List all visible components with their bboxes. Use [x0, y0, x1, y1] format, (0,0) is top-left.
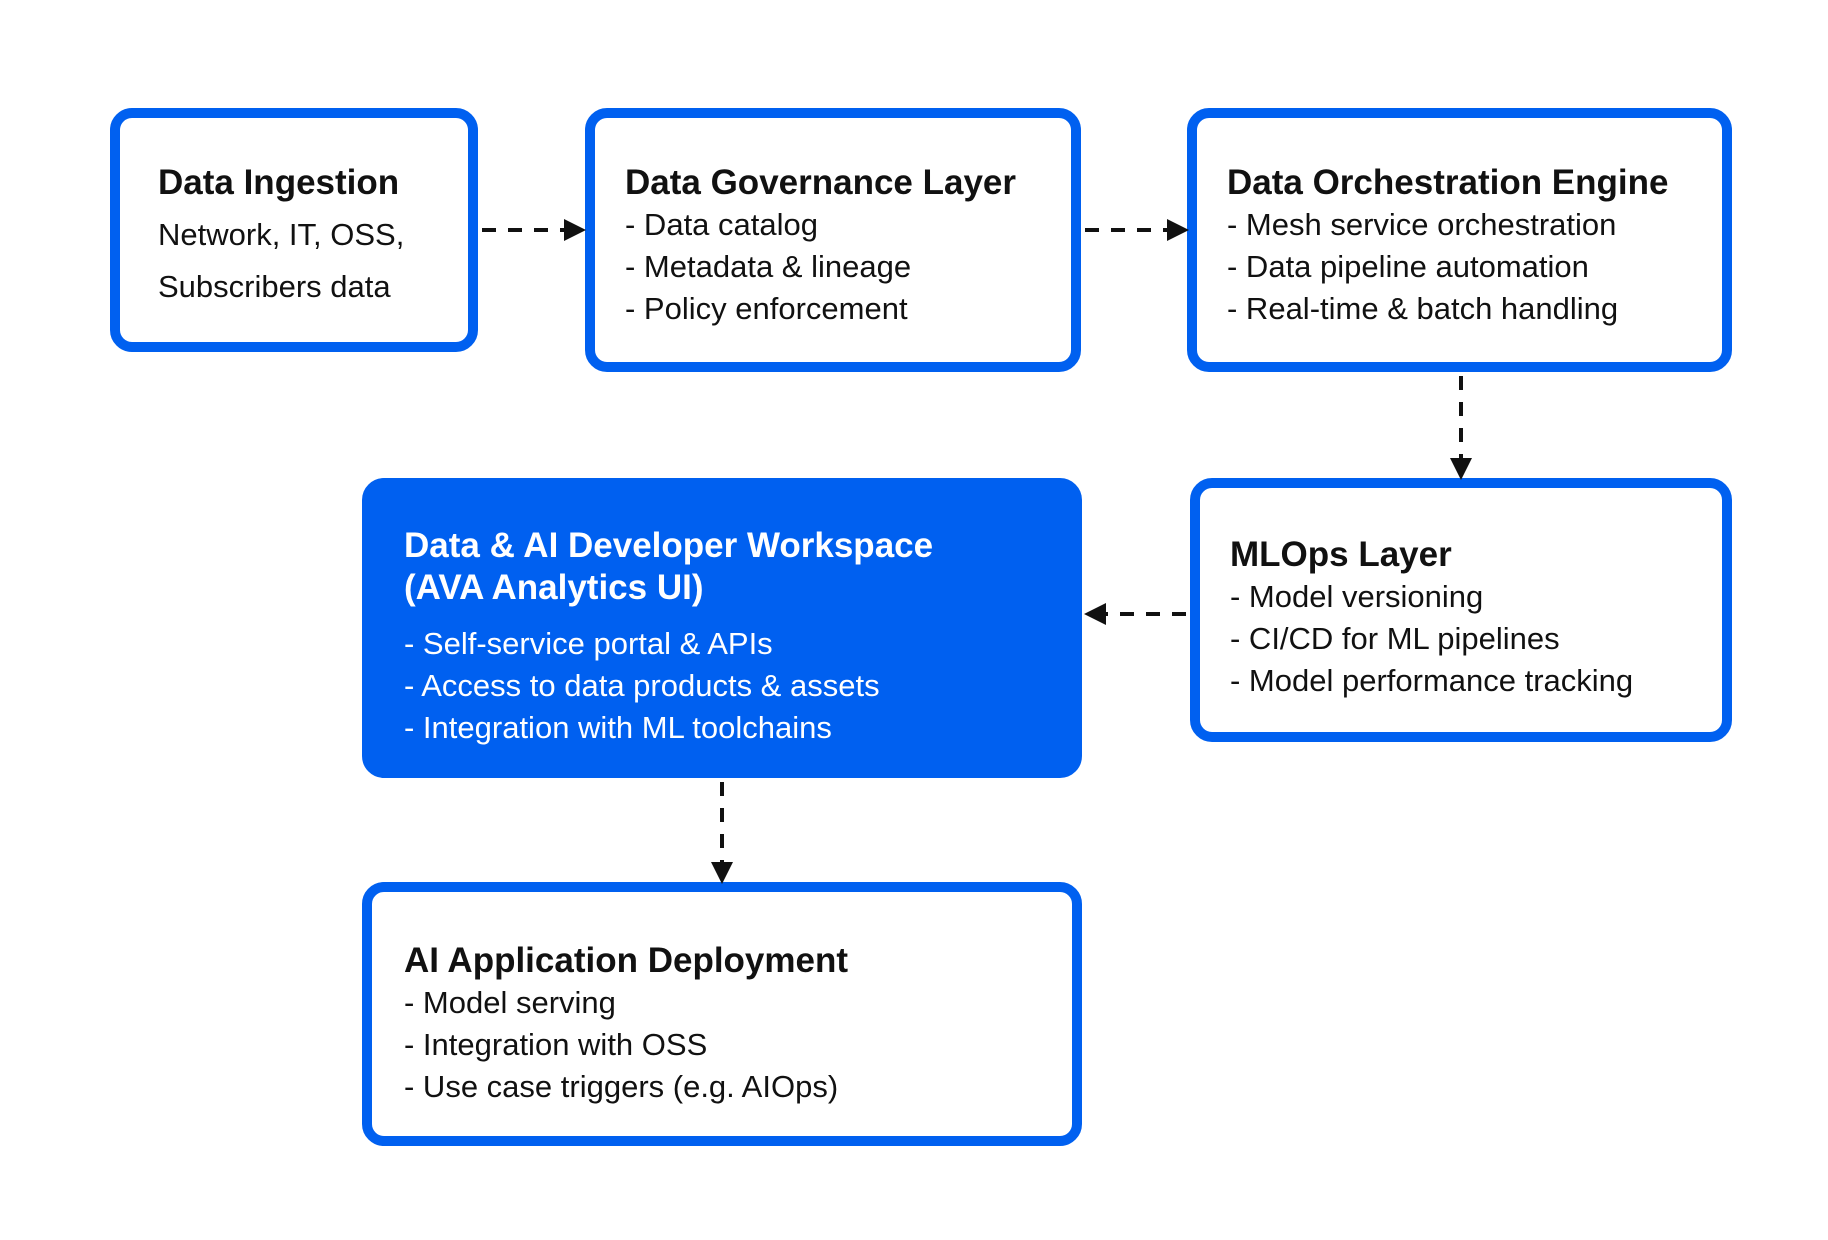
arrowhead-right-icon: [564, 219, 586, 241]
arrowhead-down-icon: [711, 862, 733, 884]
data-ingestion-box: Data Ingestion Network, IT, OSS, Subscri…: [110, 108, 478, 352]
data-ingestion-line-1: Network, IT, OSS,: [158, 217, 405, 252]
data-orchestration-title: Data Orchestration Engine: [1227, 163, 1669, 202]
arrowhead-left-icon: [1084, 603, 1106, 625]
developer-workspace-item: - Self-service portal & APIs: [404, 626, 773, 661]
data-orchestration-box: Data Orchestration Engine - Mesh service…: [1187, 108, 1732, 372]
mlops-layer-list: - Model versioning - CI/CD for ML pipeli…: [1230, 576, 1722, 702]
data-orchestration-item: - Data pipeline automation: [1227, 249, 1589, 284]
data-ingestion-line-2: Subscribers data: [158, 269, 391, 304]
ai-deployment-title: AI Application Deployment: [404, 941, 849, 980]
data-governance-item: - Data catalog: [625, 207, 818, 242]
data-orchestration-item: - Real-time & batch handling: [1227, 291, 1619, 326]
data-governance-item: - Metadata & lineage: [625, 249, 912, 284]
ai-deployment-box: AI Application Deployment - Model servin…: [362, 882, 1082, 1146]
developer-workspace-box: Data & AI Developer Workspace (AVA Analy…: [362, 478, 1082, 778]
ai-deployment-item: - Integration with OSS: [404, 1027, 708, 1062]
mlops-layer-title: MLOps Layer: [1230, 535, 1452, 574]
developer-workspace-title-line-2: (AVA Analytics UI): [404, 568, 704, 607]
data-governance-item: - Policy enforcement: [625, 291, 908, 326]
data-orchestration-item: - Mesh service orchestration: [1227, 207, 1617, 242]
mlops-layer-box: MLOps Layer - Model versioning - CI/CD f…: [1190, 478, 1732, 742]
data-orchestration-list: - Mesh service orchestration - Data pipe…: [1227, 204, 1722, 330]
data-ingestion-title: Data Ingestion: [158, 163, 400, 202]
developer-workspace-title-line-1: Data & AI Developer Workspace: [404, 526, 934, 565]
ai-deployment-list: - Model serving - Integration with OSS -…: [404, 982, 1072, 1108]
data-governance-list: - Data catalog - Metadata & lineage - Po…: [625, 204, 1071, 330]
arrowhead-right-icon: [1167, 219, 1189, 241]
developer-workspace-list: - Self-service portal & APIs - Access to…: [404, 623, 1072, 749]
data-governance-title: Data Governance Layer: [625, 163, 1017, 202]
mlops-layer-item: - Model versioning: [1230, 579, 1484, 614]
mlops-layer-item: - CI/CD for ML pipelines: [1230, 621, 1560, 656]
ai-deployment-item: - Model serving: [404, 985, 616, 1020]
ai-deployment-item: - Use case triggers (e.g. AIOps): [404, 1069, 839, 1104]
mlops-layer-item: - Model performance tracking: [1230, 663, 1634, 698]
data-governance-box: Data Governance Layer - Data catalog - M…: [585, 108, 1081, 372]
arrowhead-down-icon: [1450, 458, 1472, 480]
developer-workspace-item: - Access to data products & assets: [404, 668, 880, 703]
developer-workspace-item: - Integration with ML toolchains: [404, 710, 832, 745]
